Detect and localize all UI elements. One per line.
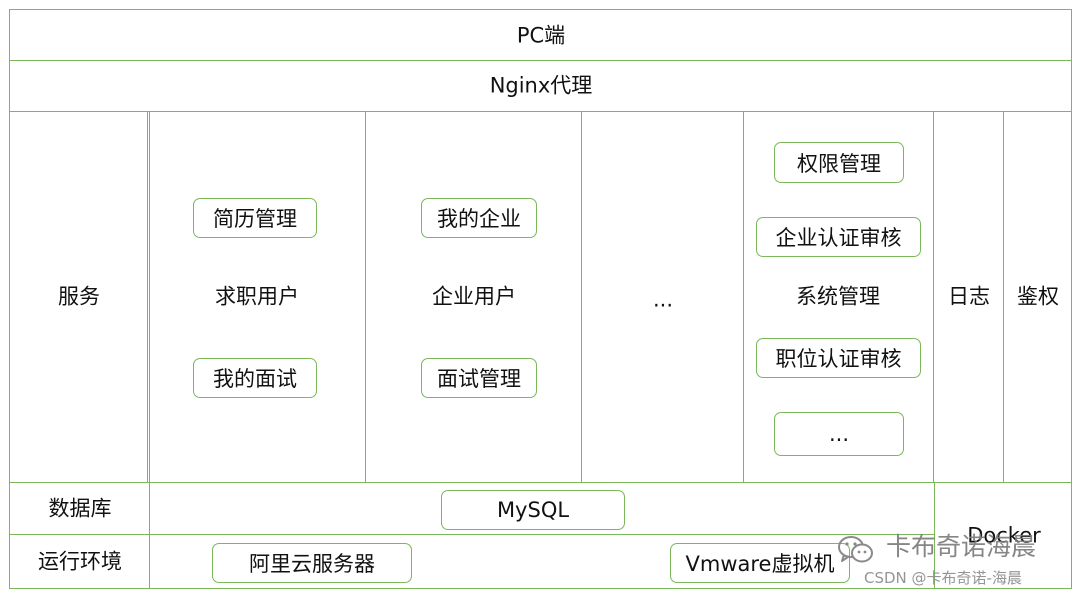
runtime-label-cell: 运行环境 [9,534,150,589]
more-modules-cell: ... [581,111,744,483]
runtime-label: 运行环境 [38,549,122,574]
nginx-proxy-row: Nginx代理 [9,60,1072,112]
docker-label: Docker [967,523,1041,548]
database-content-row: MySQL [149,482,935,535]
nginx-proxy-label: Nginx代理 [489,73,593,98]
my-interviews-box: 我的面试 [193,358,317,398]
enterprise-module: 我的企业 企业用户 面试管理 [365,111,582,483]
job-seeker-title: 求职用户 [215,284,299,309]
service-label-cell: 服务 [9,111,148,483]
log-cell: 日志 [933,111,1004,483]
more-modules-ellipsis: ... [652,287,674,312]
enterprise-verification-box: 企业认证审核 [756,217,921,257]
mysql-box: MySQL [441,490,625,530]
pc-client-label: PC端 [516,23,566,48]
log-label: 日志 [948,284,990,309]
more-system-functions-box: ... [774,412,904,456]
docker-cell: Docker [934,482,1072,589]
my-enterprise-box: 我的企业 [421,198,537,238]
interview-management-box: 面试管理 [421,358,537,398]
aliyun-server-box: 阿里云服务器 [212,543,412,583]
runtime-content-row: 阿里云服务器 Vmware虚拟机 [149,534,935,589]
wechat-icon [838,536,873,563]
system-management-module: 权限管理 企业认证审核 系统管理 职位认证审核 ... [743,111,934,483]
resume-management-box: 简历管理 [193,198,317,238]
auth-label: 鉴权 [1017,284,1059,309]
watermark-csdn: CSDN @卡布奇诺-海晨 [864,569,1022,587]
watermark-author: 卡布奇诺海晨 [886,532,1037,561]
vmware-vm-box: Vmware虚拟机 [670,543,850,583]
job-seeker-module: 简历管理 求职用户 我的面试 [149,111,366,483]
enterprise-title: 企业用户 [432,284,516,309]
auth-cell: 鉴权 [1003,111,1072,483]
position-verification-box: 职位认证审核 [756,338,921,378]
database-label: 数据库 [48,496,112,521]
pc-client-row: PC端 [9,9,1072,61]
permission-management-box: 权限管理 [774,142,904,183]
service-layer-label: 服务 [58,284,100,309]
database-label-cell: 数据库 [9,482,150,535]
system-management-title: 系统管理 [796,284,880,309]
